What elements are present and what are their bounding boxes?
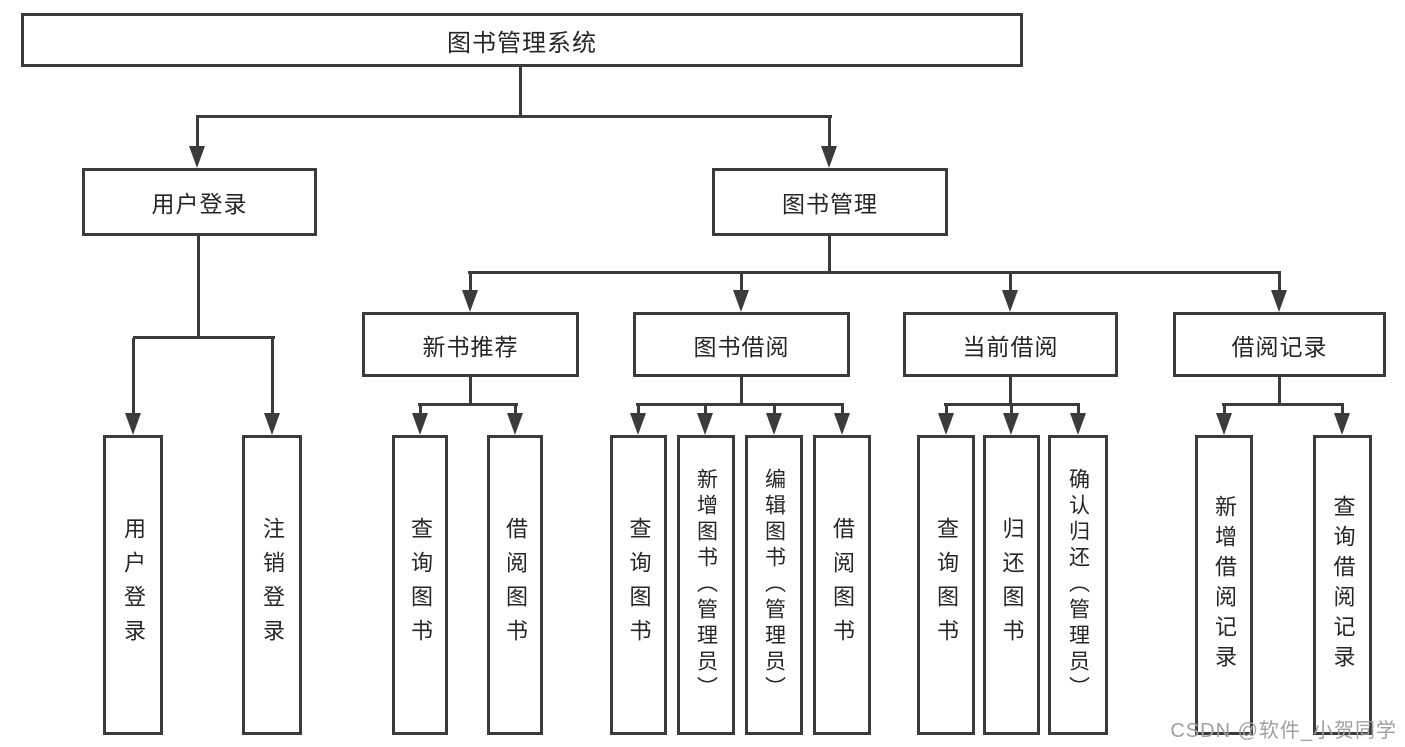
node-current-borrowing: 当前借阅 — [903, 312, 1118, 377]
leaf-return-books: 归还图书 — [983, 435, 1040, 735]
arrowhead-icon — [189, 146, 205, 168]
arrowhead-icon — [1271, 290, 1287, 312]
leaf-label: 查询图书 — [408, 517, 433, 653]
connector-leaf-branch — [636, 403, 844, 406]
connector-book-management-stub — [828, 234, 831, 274]
connector-drop-user-login — [196, 116, 199, 150]
connector-drop-leaf — [945, 405, 948, 417]
leaf-label: 注销登录 — [260, 517, 285, 653]
leaf-confirm-return-admin: 确认归还（管理员） — [1048, 435, 1108, 735]
connector-drop-node — [1009, 273, 1012, 292]
node-user-login: 用户登录 — [82, 168, 317, 236]
leaf-borrow-books: 借阅图书 — [813, 435, 871, 735]
arrowhead-icon — [264, 413, 280, 435]
node-label: 当前借阅 — [962, 333, 1059, 360]
leaf-query-books-current: 查询图书 — [917, 435, 975, 735]
arrowhead-icon — [938, 413, 954, 435]
node-label: 用户登录 — [151, 191, 248, 217]
leaf-label: 用户登录 — [121, 517, 146, 653]
leaf-add-borrow-record: 新增借阅记录 — [1195, 435, 1253, 735]
connector-drop-leaf — [841, 405, 844, 417]
connector-leaf-branch — [418, 403, 518, 406]
connector-node-stub — [1009, 374, 1012, 405]
arrowhead-icon — [1002, 290, 1018, 312]
connector-drop-node — [740, 273, 743, 292]
leaf-user-login: 用户登录 — [103, 435, 163, 735]
node-book-management: 图书管理 — [712, 168, 948, 236]
arrowhead-icon — [462, 290, 478, 312]
connector-user-login-stub — [197, 234, 200, 338]
arrowhead-icon — [834, 413, 850, 435]
leaf-query-books-borrowing: 查询图书 — [610, 435, 667, 735]
arrowhead-icon — [697, 413, 713, 435]
connector-root-stub — [519, 65, 522, 117]
arrowhead-icon — [821, 146, 837, 168]
arrowhead-icon — [630, 413, 646, 435]
connector-node-stub — [740, 374, 743, 405]
connector-drop-leaf — [271, 338, 274, 416]
connector-drop-book-management — [828, 116, 831, 150]
leaf-query-borrow-record: 查询借阅记录 — [1313, 435, 1372, 735]
arrowhead-icon — [125, 413, 141, 435]
connector-drop-leaf — [1077, 405, 1080, 417]
arrowhead-icon — [412, 413, 428, 435]
connector-drop-leaf — [773, 405, 776, 417]
connector-drop-leaf — [1010, 405, 1013, 417]
connector-leaf-branch — [944, 403, 1080, 406]
node-label: 借阅记录 — [1231, 333, 1328, 360]
arrowhead-icon — [1003, 413, 1019, 435]
leaf-add-books-admin: 新增图书（管理员） — [677, 435, 735, 735]
connector-drop-leaf — [514, 405, 517, 417]
connector-node-stub — [1278, 374, 1281, 405]
connector-drop-leaf — [704, 405, 707, 417]
connector-drop-node — [469, 273, 472, 292]
leaf-label: 编辑图书（管理员） — [762, 468, 786, 702]
leaf-borrow-books-recommend: 借阅图书 — [487, 435, 543, 735]
csdn-watermark: CSDN @软件_小贺同学 — [1170, 720, 1397, 742]
connector-drop-leaf — [132, 338, 135, 416]
leaf-label: 查询图书 — [626, 517, 652, 653]
leaf-label: 查询图书 — [934, 517, 959, 653]
arrowhead-icon — [766, 413, 782, 435]
leaf-logout: 注销登录 — [242, 435, 302, 735]
connector-drop-leaf — [1341, 405, 1344, 417]
arrowhead-icon — [1334, 413, 1350, 435]
leaf-label: 借阅图书 — [503, 517, 528, 653]
connector-drop-node — [1278, 273, 1281, 292]
node-label: 图书借阅 — [693, 333, 790, 360]
connector-leaf-branch — [1222, 403, 1344, 406]
connector-drop-leaf — [419, 405, 422, 417]
leaf-label: 新增图书（管理员） — [694, 468, 718, 702]
node-new-book-recommendation: 新书推荐 — [362, 312, 579, 377]
leaf-label: 归还图书 — [999, 517, 1025, 653]
leaf-label: 查询借阅记录 — [1330, 495, 1356, 675]
connector-user-login-branch — [133, 336, 275, 339]
leaf-query-books-recommend: 查询图书 — [392, 435, 448, 735]
node-label: 新书推荐 — [422, 333, 519, 360]
connector-node-stub — [469, 374, 472, 405]
node-label: 图书管理 — [782, 191, 878, 217]
connector-level2-branch — [468, 271, 1281, 274]
arrowhead-icon — [733, 290, 749, 312]
leaf-label: 确认归还（管理员） — [1066, 468, 1090, 702]
node-library-system: 图书管理系统 — [21, 13, 1023, 67]
arrowhead-icon — [1216, 413, 1232, 435]
leaf-label: 借阅图书 — [830, 517, 855, 653]
leaf-edit-books-admin: 编辑图书（管理员） — [745, 435, 803, 735]
connector-drop-leaf — [1223, 405, 1226, 417]
connector-drop-leaf — [637, 405, 640, 417]
connector-level1-branch — [196, 115, 832, 118]
arrowhead-icon — [1070, 413, 1086, 435]
node-borrowing-records: 借阅记录 — [1173, 312, 1386, 377]
node-book-borrowing: 图书借阅 — [633, 312, 850, 377]
node-label: 图书管理系统 — [447, 29, 597, 57]
arrowhead-icon — [507, 413, 523, 435]
leaf-label: 新增借阅记录 — [1212, 495, 1237, 675]
